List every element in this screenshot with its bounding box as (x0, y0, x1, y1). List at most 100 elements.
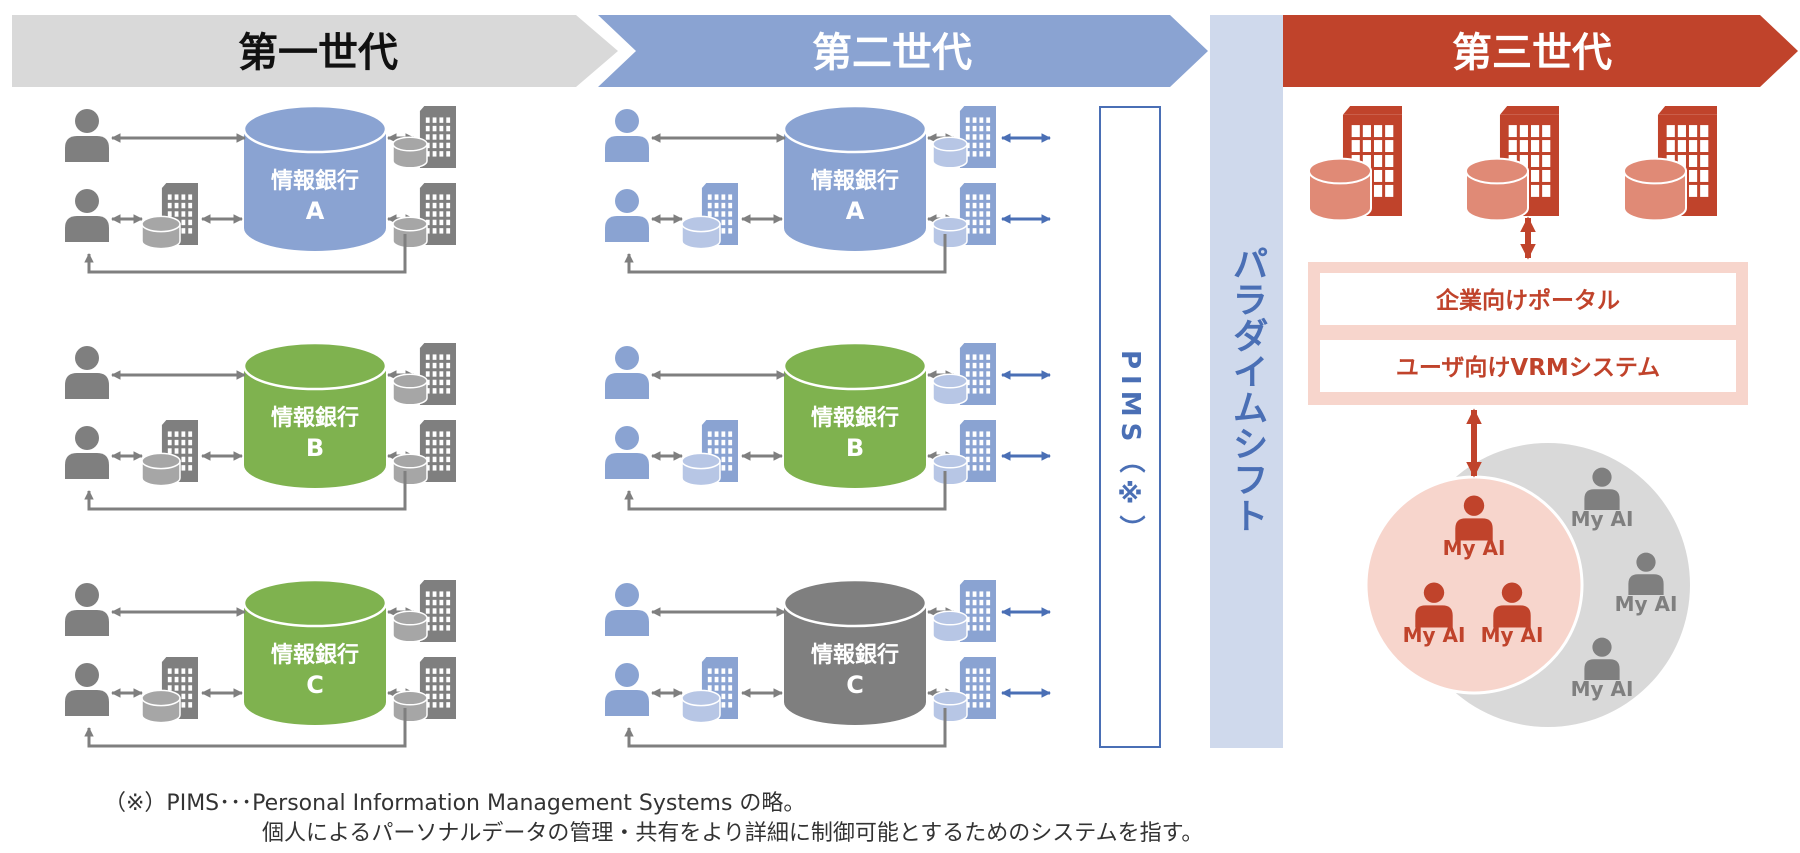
vrm-label: ユーザ向けVRMシステム (1396, 354, 1660, 381)
database-icon (141, 215, 181, 250)
building-icon (419, 657, 456, 719)
return-arrow-icon (84, 471, 407, 511)
bank-group: 情報銀行 C (65, 578, 456, 748)
building-icon (419, 343, 456, 405)
my-ai-label: My AI (1481, 623, 1544, 647)
bank-label: 情報銀行 (811, 168, 899, 194)
database-icon (141, 452, 181, 487)
return-arrow-icon (624, 471, 947, 511)
person-icon (1584, 637, 1620, 680)
database-icon (392, 216, 428, 249)
database-icon (681, 215, 721, 250)
database-icon (932, 216, 968, 249)
person-icon (1415, 582, 1453, 628)
database-icon (681, 689, 721, 724)
person-icon (605, 663, 649, 716)
database-icon (932, 453, 968, 486)
my-ai: My AI (1571, 637, 1634, 701)
pims-box: PIMS（※） (1099, 106, 1161, 748)
information-bank: 情報銀行 C (242, 578, 388, 725)
company (1308, 106, 1402, 222)
person-icon (1584, 467, 1620, 510)
person-icon (1493, 582, 1531, 628)
svg-text:第三世代: 第三世代 (1452, 30, 1612, 76)
person-icon (605, 583, 649, 636)
gen1-header: 第一世代 (12, 15, 618, 87)
portal-box (1320, 273, 1736, 325)
database-icon (392, 453, 428, 486)
database-icon (932, 136, 968, 169)
bank-group: 情報銀行 B (605, 341, 1051, 511)
database-icon (1308, 157, 1372, 222)
bank-group: 情報銀行 B (65, 341, 456, 511)
my-ai-label: My AI (1571, 677, 1634, 701)
person-icon (65, 426, 109, 479)
person-icon (65, 583, 109, 636)
company (1465, 106, 1559, 222)
bank-label: 情報銀行 (271, 405, 359, 431)
person-icon (605, 426, 649, 479)
bank-label: 情報銀行 (811, 405, 899, 431)
my-ai: My AI (1615, 552, 1678, 616)
gen3-header: 第三世代 (1283, 15, 1798, 87)
information-bank: 情報銀行 B (242, 341, 388, 488)
my-ai: My AI (1481, 582, 1544, 647)
svg-text:PIMS（※）: PIMS（※） (1115, 350, 1145, 547)
vrm-box (1320, 340, 1736, 392)
database-icon (681, 452, 721, 487)
my-ai: My AI (1403, 582, 1466, 647)
portal-label: 企業向けポータル (1435, 287, 1620, 314)
svg-text:第一世代: 第一世代 (238, 30, 398, 76)
database-icon (392, 610, 428, 643)
database-icon (141, 689, 181, 724)
paradigm-shift-band: パラダイムシフト (1210, 15, 1283, 748)
gen1-groups: 情報銀行 A 情報銀行 B 情報銀行 C (65, 104, 456, 748)
database-icon (392, 690, 428, 723)
information-bank: 情報銀行 A (242, 104, 388, 251)
person-icon (65, 189, 109, 242)
my-ai-label: My AI (1443, 536, 1506, 560)
bank-label: 情報銀行 (271, 168, 359, 194)
person-icon (605, 189, 649, 242)
bank-letter: B (846, 434, 864, 462)
bank-letter: C (846, 671, 864, 699)
svg-text:パラダイムシフト: パラダイムシフト (1227, 245, 1268, 533)
bank-label: 情報銀行 (271, 642, 359, 668)
footnote-line1: （※）PIMS･･･Personal Information Managemen… (104, 791, 805, 816)
return-arrow-icon (624, 708, 947, 748)
database-icon (932, 610, 968, 643)
return-arrow-icon (84, 708, 407, 748)
building-icon (959, 657, 996, 719)
database-icon (392, 373, 428, 406)
bank-group: 情報銀行 A (65, 104, 456, 274)
person-icon (1628, 552, 1664, 595)
person-icon (605, 109, 649, 162)
my-ai-label: My AI (1571, 507, 1634, 531)
person-icon (605, 346, 649, 399)
bank-letter: B (306, 434, 324, 462)
footnote-line2: 個人によるパーソナルデータの管理・共有をより詳細に制御可能とするためのシステムを… (262, 821, 1203, 846)
database-icon (392, 136, 428, 169)
database-icon (1623, 157, 1687, 222)
information-bank: 情報銀行 B (782, 341, 928, 488)
database-icon (1465, 157, 1529, 222)
my-ai-label: My AI (1403, 623, 1466, 647)
database-icon (932, 690, 968, 723)
bank-letter: A (306, 197, 325, 225)
bank-letter: C (306, 671, 324, 699)
my-ai: My AI (1443, 495, 1506, 560)
return-arrow-icon (84, 234, 407, 274)
building-icon (959, 420, 996, 482)
gen2-header: 第二世代 (598, 15, 1208, 87)
my-ai-label: My AI (1615, 592, 1678, 616)
person-icon (65, 346, 109, 399)
database-icon (932, 373, 968, 406)
return-arrow-icon (624, 234, 947, 274)
person-icon (1455, 495, 1493, 541)
